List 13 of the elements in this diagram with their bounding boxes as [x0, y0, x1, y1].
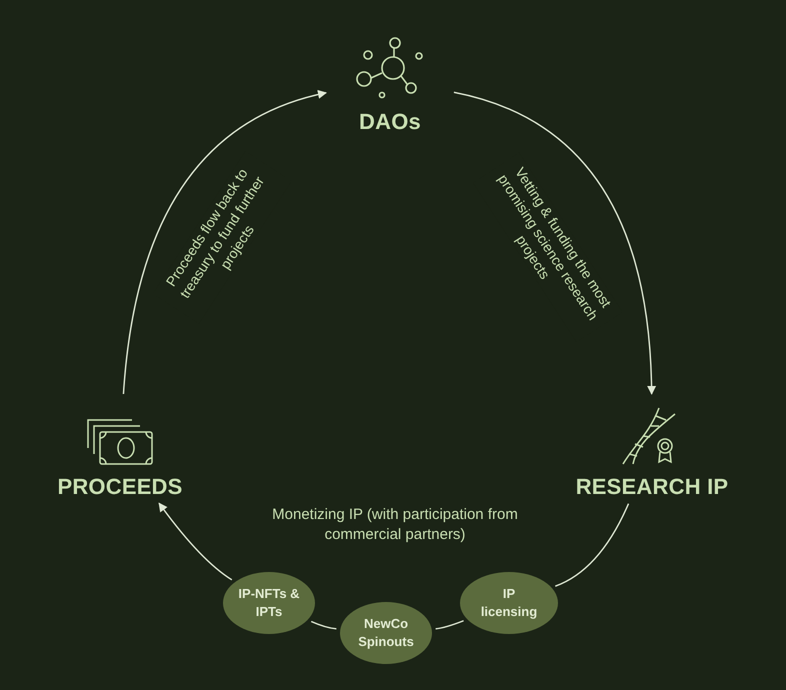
ellipse-node: IP licensing [460, 572, 558, 634]
ellipse-node: IP-NFTs & IPTs [223, 572, 315, 634]
connector-line [436, 620, 464, 630]
connector-line [555, 503, 630, 587]
curved-arrow [122, 90, 327, 394]
node-title: PROCEEDS [57, 474, 183, 500]
node-title: DAOs [359, 109, 421, 135]
connector-line [310, 620, 336, 630]
ellipse-node: NewCo Spinouts [340, 602, 432, 664]
node-title: RESEARCH IP [576, 474, 728, 500]
curved-arrow [454, 92, 656, 395]
curved-arrow [158, 502, 232, 580]
note-text: Monetizing IP (with participation from commercial partners) [271, 505, 519, 546]
